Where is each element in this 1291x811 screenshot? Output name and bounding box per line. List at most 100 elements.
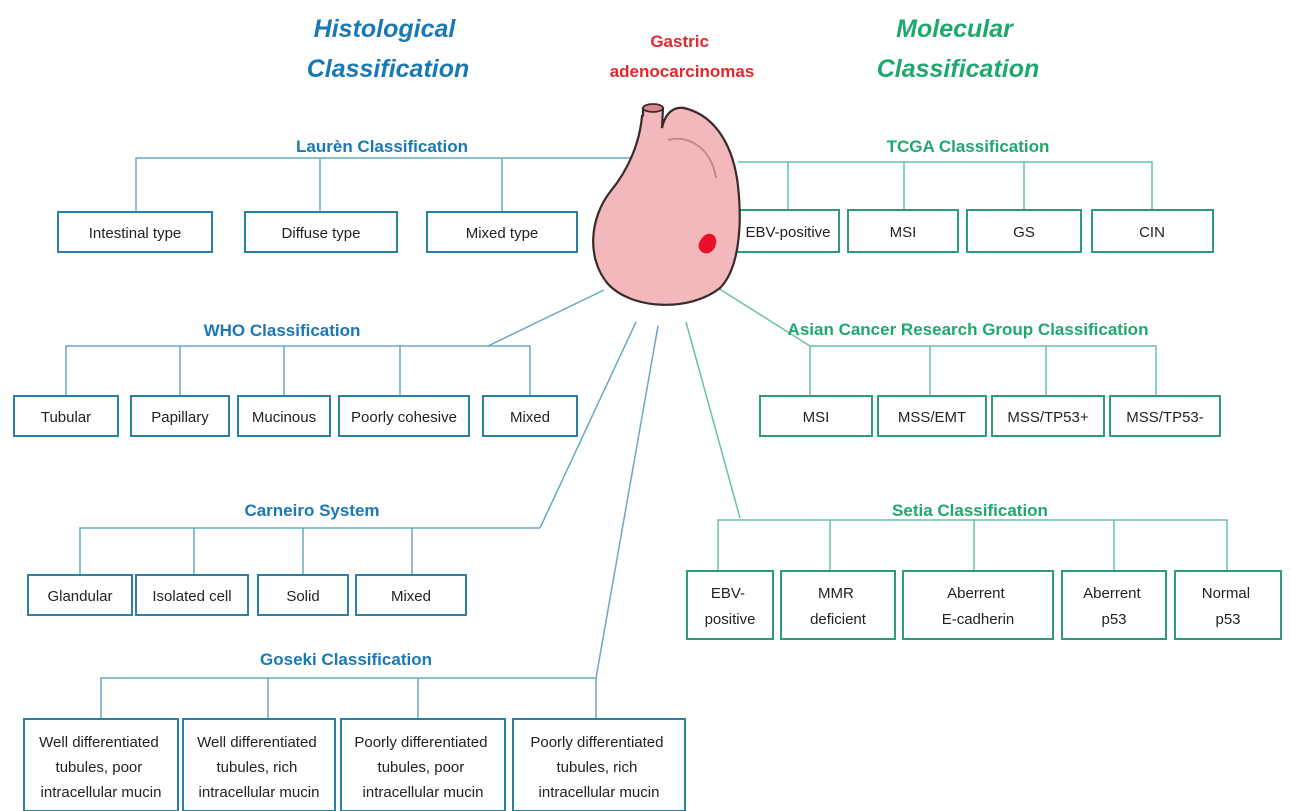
acrg-item: MSS/EMT [878,396,986,436]
carneiro-item: Isolated cell [136,575,248,615]
who-item-label: Mixed [510,409,550,426]
setia-item-line: Normal [1202,585,1250,602]
setia-item-box [1175,571,1281,639]
goseki-item-line: intracellular mucin [363,784,484,801]
molecular-heading: Molecular Classification [877,15,1040,83]
who-item: Papillary [131,396,229,436]
carneiro-item: Solid [258,575,348,615]
goseki-item: Well differentiated tubules, poor intrac… [24,719,178,811]
carneiro-item-label: Mixed [391,588,431,605]
carneiro-item-label: Solid [286,588,319,605]
goseki-title: Goseki Classification [260,650,432,669]
center-label-line-1: Gastric [650,32,709,51]
who-bracket [66,346,530,396]
who-item-label: Mucinous [252,409,316,426]
who-item: Mucinous [238,396,330,436]
goseki-item-line: intracellular mucin [199,784,320,801]
carneiro-bracket [80,528,540,575]
setia-item: Aberrent E-cadherin [903,571,1053,639]
setia-item-line: p53 [1101,611,1126,628]
setia-item-line: MMR [818,585,854,602]
goseki-item: Poorly differentiated tubules, poor intr… [341,719,505,811]
tcga-item: GS [967,210,1081,252]
setia-item: Normal p53 [1175,571,1281,639]
histological-heading-line-1: Histological [314,15,457,43]
acrg-item-label: MSS/EMT [898,409,966,426]
connector-who [488,290,604,346]
lauren-item-label: Diffuse type [282,225,361,242]
lauren-item-label: Mixed type [466,225,539,242]
lauren-item: Intestinal type [58,212,212,252]
molecular-heading-line-1: Molecular [896,15,1014,43]
connector-setia [686,322,740,518]
acrg-bracket [810,346,1156,396]
acrg-item: MSS/TP53- [1110,396,1220,436]
carneiro-item: Mixed [356,575,466,615]
histological-heading-line-2: Classification [307,55,470,83]
setia-item-line: p53 [1215,611,1240,628]
tcga-item: EBV-positive [737,210,839,252]
goseki-item-line: intracellular mucin [41,784,162,801]
acrg-item: MSS/TP53+ [992,396,1104,436]
acrg-title: Asian Cancer Research Group Classificati… [788,320,1149,339]
goseki-bracket [101,678,596,719]
lauren-classification: Laurèn Classification Intestinal type Di… [58,137,598,252]
tcga-title: TCGA Classification [887,137,1050,156]
goseki-item-label: Well differentiated tubules, poor intrac… [39,734,163,801]
tcga-item-label: GS [1013,224,1035,241]
acrg-item-label: MSI [803,409,830,426]
goseki-item-line: Poorly differentiated [530,734,663,751]
goseki-item-line: tubules, rich [556,759,637,776]
setia-bracket [718,520,1227,571]
setia-item-line: EBV- [711,585,745,602]
carneiro-item-label: Glandular [47,588,112,605]
connector-goseki [596,326,658,678]
lauren-item: Mixed type [427,212,577,252]
who-classification: WHO Classification Tubular Papillary Muc… [14,321,577,436]
goseki-item-line: Well differentiated [197,734,317,751]
stomach-illustration [593,104,740,305]
setia-item-box [903,571,1053,639]
goseki-item: Poorly differentiated tubules, rich intr… [513,719,685,811]
carneiro-item-label: Isolated cell [152,588,231,605]
setia-item-line: E-cadherin [942,611,1015,628]
setia-classification: Setia Classification EBV- positive MMR d… [687,501,1281,639]
setia-item: EBV- positive [687,571,773,639]
goseki-item: Well differentiated tubules, rich intrac… [183,719,335,811]
tcga-bracket [738,162,1152,210]
who-item-label: Tubular [41,409,91,426]
goseki-item-line: tubules, rich [216,759,297,776]
setia-title: Setia Classification [892,501,1048,520]
histological-heading: Histological Classification [307,15,470,83]
tcga-item-label: MSI [890,224,917,241]
setia-item-box [781,571,895,639]
center-label-line-2: adenocarcinomas [610,62,755,81]
esophagus-opening [643,104,663,112]
goseki-item-line: tubules, poor [378,759,465,776]
setia-item-line: Aberrent [1083,585,1141,602]
lauren-title: Laurèn Classification [296,137,468,156]
gastric-adenocarcinomas-label: Gastric adenocarcinomas [610,32,755,81]
tcga-item: MSI [848,210,958,252]
tcga-item-label: CIN [1139,224,1165,241]
setia-item: Aberrent p53 [1062,571,1166,639]
tcga-classification: TCGA Classification EBV-positive MSI GS … [737,137,1213,252]
setia-item-box [1062,571,1166,639]
acrg-classification: Asian Cancer Research Group Classificati… [760,320,1220,436]
goseki-item-line: intracellular mucin [539,784,660,801]
setia-item: MMR deficient [781,571,895,639]
tcga-item: CIN [1092,210,1213,252]
who-item: Tubular [14,396,118,436]
who-item: Mixed [483,396,577,436]
goseki-item-line: tubules, poor [56,759,143,776]
lauren-item-label: Intestinal type [89,225,182,242]
lauren-item: Diffuse type [245,212,397,252]
goseki-item-line: Well differentiated [39,734,159,751]
acrg-item-label: MSS/TP53+ [1007,409,1089,426]
lauren-bracket [136,158,598,212]
stomach-shape [593,108,740,305]
setia-item-line: Aberrent [947,585,1005,602]
setia-item-line: positive [705,611,756,628]
who-item-label: Poorly cohesive [351,409,457,426]
who-item: Poorly cohesive [339,396,469,436]
